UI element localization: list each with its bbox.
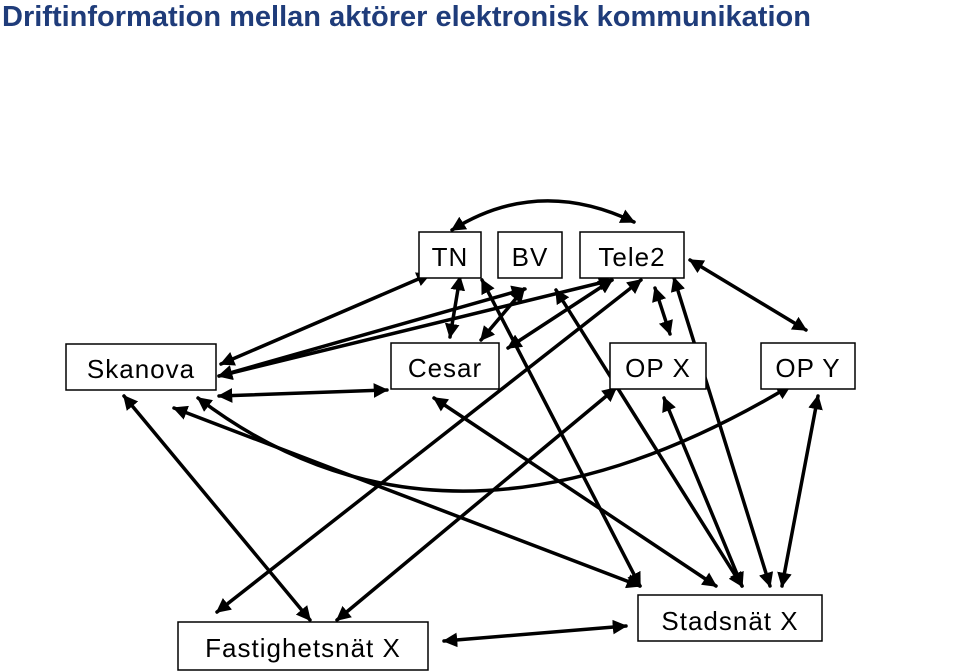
node-bv: BV bbox=[497, 231, 563, 279]
node-cesar: Cesar bbox=[390, 342, 500, 390]
node-opy-label: OP Y bbox=[775, 353, 840, 383]
node-opy: OP Y bbox=[760, 342, 856, 390]
node-tn: TN bbox=[418, 231, 482, 279]
edge-skanova-cesar bbox=[217, 383, 389, 403]
edge-tn-stadsnat bbox=[480, 278, 642, 588]
edge-tele2-opy bbox=[688, 258, 808, 332]
node-opx: OP X bbox=[609, 342, 707, 390]
node-cesar-label: Cesar bbox=[408, 353, 482, 383]
node-skanova: Skanova bbox=[65, 343, 217, 391]
edge-tele2-opx bbox=[652, 286, 673, 336]
edge-tn-tele2 bbox=[450, 199, 636, 232]
node-tele2-label: Tele2 bbox=[598, 242, 665, 272]
edge-skanova-stadsnat bbox=[172, 405, 642, 589]
node-tn-label: TN bbox=[432, 242, 469, 272]
edge-skanova-opy bbox=[196, 384, 792, 493]
node-bv-label: BV bbox=[512, 242, 549, 272]
node-tele2: Tele2 bbox=[579, 231, 685, 279]
node-opx-label: OP X bbox=[625, 353, 691, 383]
node-fastighetsnat: Fastighetsnät X bbox=[177, 621, 429, 671]
node-stadsnat-label: Stadsnät X bbox=[661, 606, 798, 636]
edge-opx-fastighetsnat bbox=[335, 386, 618, 622]
edge-opy-stadsnat bbox=[777, 394, 823, 588]
node-fastighetsnat-label: Fastighetsnät X bbox=[205, 633, 401, 663]
edge-skanova-fastighetsnat bbox=[122, 394, 312, 622]
node-skanova-label: Skanova bbox=[87, 354, 195, 384]
page-title: Driftinformation mellan aktörer elektron… bbox=[2, 1, 811, 33]
edge-opx-stadsnat bbox=[662, 396, 744, 588]
edge-fastighetsnat-stadsnat bbox=[442, 619, 628, 648]
node-stadsnat: Stadsnät X bbox=[637, 594, 823, 642]
connections bbox=[122, 199, 823, 648]
